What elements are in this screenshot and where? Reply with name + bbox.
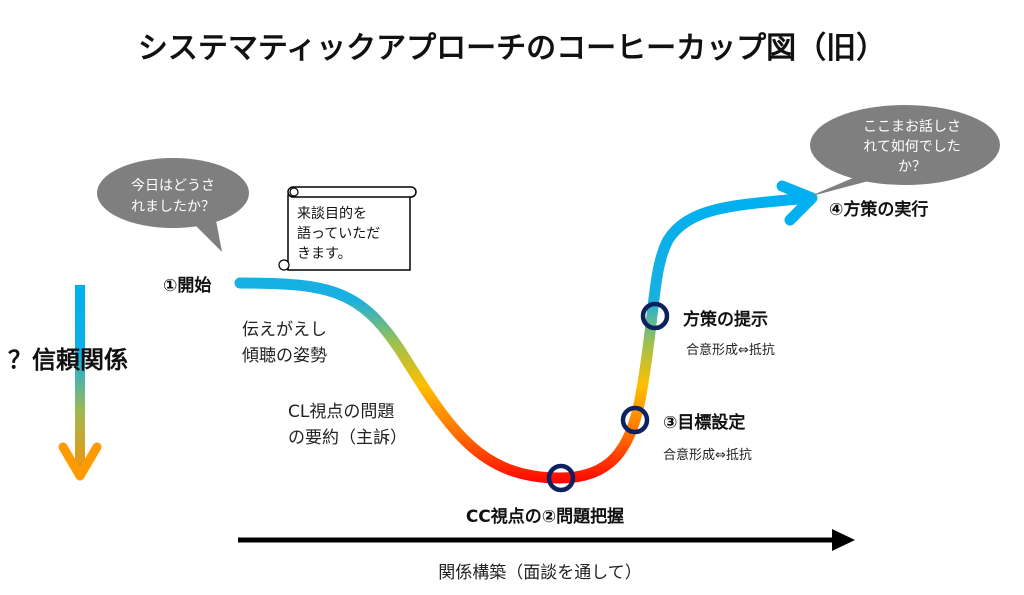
svg-text:来談目的を: 来談目的を — [297, 206, 367, 222]
stage-plan-present-label: 方策の提示 — [683, 309, 768, 330]
milestone-goal-ring — [620, 405, 650, 435]
svg-text:れましたか？: れましたか？ — [131, 199, 215, 215]
trust-axis-arrow — [58, 285, 102, 481]
svg-text:れて如何でした: れて如何でした — [863, 139, 961, 155]
svg-text:ここまお話しさ: ここまお話しさ — [863, 118, 961, 135]
coffee-cup-curve — [234, 180, 818, 484]
relationship-axis-arrow — [238, 529, 855, 551]
note-summary-1: CL視点の問題 — [288, 402, 394, 422]
plan-sub-label: 合意形成⇔抵抗 — [686, 342, 775, 358]
note-listen-1: 伝えがえし — [242, 320, 327, 340]
milestone-grasp-ring — [546, 463, 576, 493]
curve-arrowhead — [776, 180, 818, 226]
page-title: システマティックアプローチのコーヒーカップ図（旧） — [138, 31, 886, 66]
note-summary-2: の要約（主訴） — [288, 428, 407, 448]
milestone-plan-ring — [640, 301, 670, 331]
stage-grasp-label: CC視点の②問題把握 — [466, 506, 624, 527]
goal-sub-label: 合意形成⇔抵抗 — [663, 447, 752, 463]
stage-goal-label: ③目標設定 — [663, 412, 745, 433]
scroll-note: 来談目的を 語っていただ きます。 — [278, 186, 417, 271]
stage-start-label: ①開始 — [163, 275, 211, 296]
trust-axis-label: ？信頼関係 — [8, 346, 128, 374]
note-listen-2: 傾聴の姿勢 — [242, 346, 327, 366]
relationship-axis-label: 関係構築（面談を通して） — [438, 563, 642, 583]
svg-text:語っていただ: 語っていただ — [297, 226, 380, 242]
stage-execute-label: ④方策の実行 — [829, 199, 928, 220]
speech-bubble-end: ここまお話しさ れて如何でした か？ — [808, 105, 1000, 197]
svg-text:か？: か？ — [898, 159, 926, 175]
svg-text:きます。: きます。 — [297, 246, 352, 262]
svg-text:今日はどうさ: 今日はどうさ — [131, 178, 215, 194]
speech-bubble-start: 今日はどうさ れましたか？ — [97, 158, 249, 252]
